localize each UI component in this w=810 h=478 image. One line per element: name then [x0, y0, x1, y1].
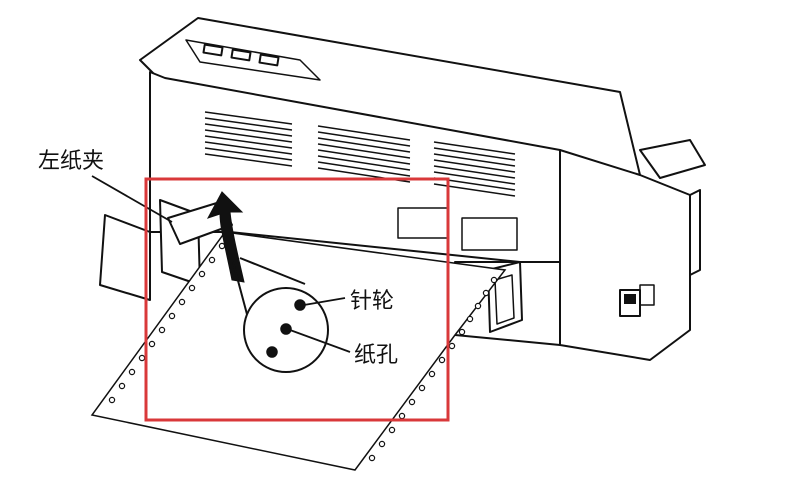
- power-switch-rocker: [624, 294, 636, 304]
- vent-grill-left: [204, 111, 293, 167]
- printer-right-side: [559, 149, 691, 361]
- rear-tractor-arm: [639, 139, 706, 179]
- magnified-pin: [294, 299, 306, 311]
- callout-leader-left: [232, 261, 249, 319]
- printer-base: [99, 214, 151, 301]
- label-left-paper-clamp: 左纸夹: [38, 149, 104, 174]
- leader-paper-hole: [289, 329, 351, 353]
- paper-hole-row-left: [108, 242, 226, 404]
- magnified-hole: [280, 323, 292, 335]
- right-pin-wheel: [494, 274, 515, 325]
- highlight-box: [144, 177, 450, 422]
- label-pin-wheel: 针轮: [350, 289, 394, 314]
- panel-button: [258, 53, 280, 67]
- callout-leader-right: [239, 257, 306, 285]
- panel-outline: [185, 39, 321, 81]
- rear-tractor-arm-2: [689, 189, 701, 276]
- front-panel-window: [461, 217, 518, 251]
- label-leaders: [91, 175, 351, 353]
- leader-left-paper-clamp: [91, 175, 173, 223]
- printer-body: [99, 17, 706, 361]
- curved-arrow-icon: [206, 191, 245, 283]
- panel-button: [202, 43, 224, 57]
- magnified-hole: [266, 346, 278, 358]
- magnified-holes: [266, 299, 306, 358]
- power-socket: [639, 284, 655, 306]
- leader-pin-wheel: [303, 297, 346, 306]
- label-paper-hole: 纸孔: [354, 343, 398, 368]
- panel-button: [230, 48, 252, 62]
- paper-hole-row-right: [368, 276, 498, 462]
